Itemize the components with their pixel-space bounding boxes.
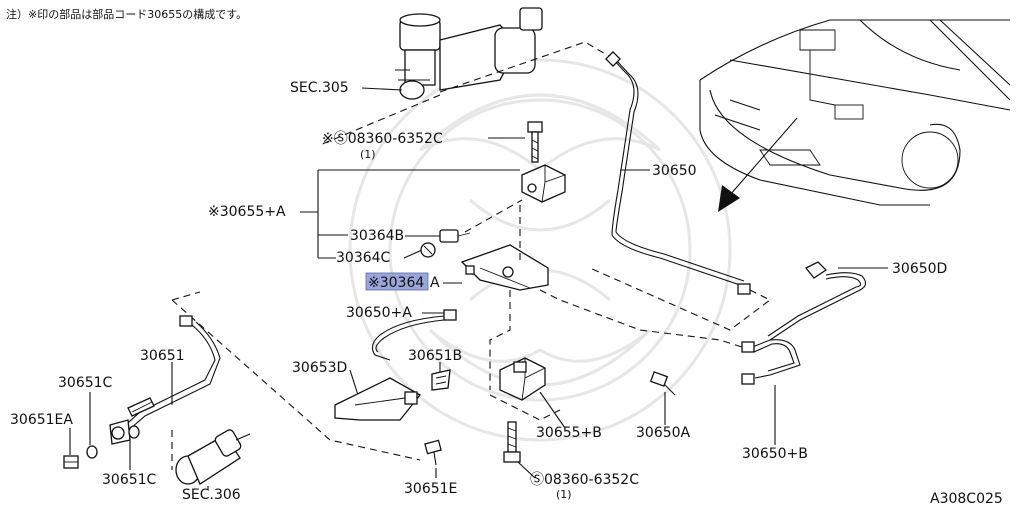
bolt-bottom: [503, 421, 521, 463]
pipe-30650: [605, 51, 751, 295]
pipe-30650A: [371, 309, 457, 361]
bolt-30651E: [424, 439, 442, 466]
label-30650A-bolt: 30650A: [636, 425, 691, 441]
label-30653D: 30653D: [292, 360, 347, 376]
label-sec306: SEC.306: [182, 487, 241, 503]
label-bolt-bottom: Ⓢ08360-6352C: [530, 472, 639, 488]
label-30651: 30651: [140, 348, 185, 364]
bracket-30653D: [334, 377, 421, 421]
highlight-30364A: [365, 272, 429, 291]
label-30650: 30650: [652, 163, 697, 179]
label-30655B: 30655+B: [536, 425, 602, 441]
label-30655A: ※30655+A: [208, 204, 286, 220]
label-30364B: 30364B: [350, 228, 404, 244]
bolt-30650A: [649, 371, 676, 396]
bolt-top: [527, 121, 543, 163]
connector-30364B: [439, 229, 471, 243]
junction-block-b: [499, 357, 546, 401]
pipe-30650B: [741, 339, 801, 385]
label-bolt-top-qty: (1): [360, 148, 376, 161]
pipe-30650D-clamp: [767, 261, 867, 341]
label-30364A-suffix: A: [430, 275, 440, 291]
label-30651B: 30651B: [408, 348, 462, 364]
hose-30651: [119, 315, 221, 435]
header-note: 注）※印の部品は部品コード30655の構成です。: [6, 7, 247, 21]
label-bolt-top: ※Ⓢ08360-6352C: [322, 131, 443, 147]
label-30650A: 30650+A: [346, 305, 412, 321]
eye-bolt-30651EA: [63, 455, 79, 469]
junction-block-a: [521, 164, 566, 203]
label-30364C: 30364C: [336, 250, 391, 266]
label-30651C-top: 30651C: [58, 375, 113, 391]
clutch-master-cylinder: [395, 7, 543, 100]
diagram-code: A308C025: [930, 491, 1003, 507]
label-30651E: 30651E: [404, 481, 457, 497]
label-sec305: SEC.305: [290, 80, 349, 96]
bracket-30364A: [460, 244, 549, 291]
banjo-fitting: [109, 419, 131, 445]
washer-30651C-right: [128, 425, 140, 439]
label-30651EA: 30651EA: [10, 412, 73, 428]
vehicle-front-view: [699, 19, 1011, 206]
washer-30651C-left: [86, 445, 98, 459]
label-30650D: 30650D: [892, 261, 947, 277]
label-30651C-bottom: 30651C: [102, 472, 157, 488]
label-30364A-highlighted[interactable]: ※30364: [368, 275, 424, 291]
label-bolt-bottom-qty: (1): [556, 488, 572, 501]
clip-30364C: [420, 242, 436, 258]
clutch-slave-cylinder: [175, 429, 251, 485]
label-30650B: 30650+B: [742, 446, 808, 462]
direction-arrow: [718, 117, 798, 212]
clip-30651B: [431, 369, 451, 391]
